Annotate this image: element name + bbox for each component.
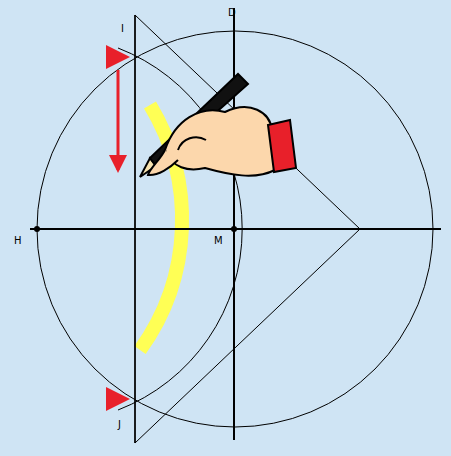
set-square [135, 15, 360, 443]
point-label: M [214, 236, 223, 246]
point-label: I [121, 24, 124, 34]
set-square-edge [134, 15, 136, 443]
perpendicular-line [233, 8, 235, 440]
pointer-arrow [108, 397, 126, 401]
point-dot [34, 226, 40, 232]
point-label: J [118, 420, 121, 430]
point-label: H [14, 236, 22, 246]
point-label: D [228, 8, 236, 18]
hand-with-pen [140, 74, 296, 177]
motion-arrow [117, 70, 120, 170]
pointer-arrow [108, 55, 126, 59]
point-dot [231, 226, 237, 232]
